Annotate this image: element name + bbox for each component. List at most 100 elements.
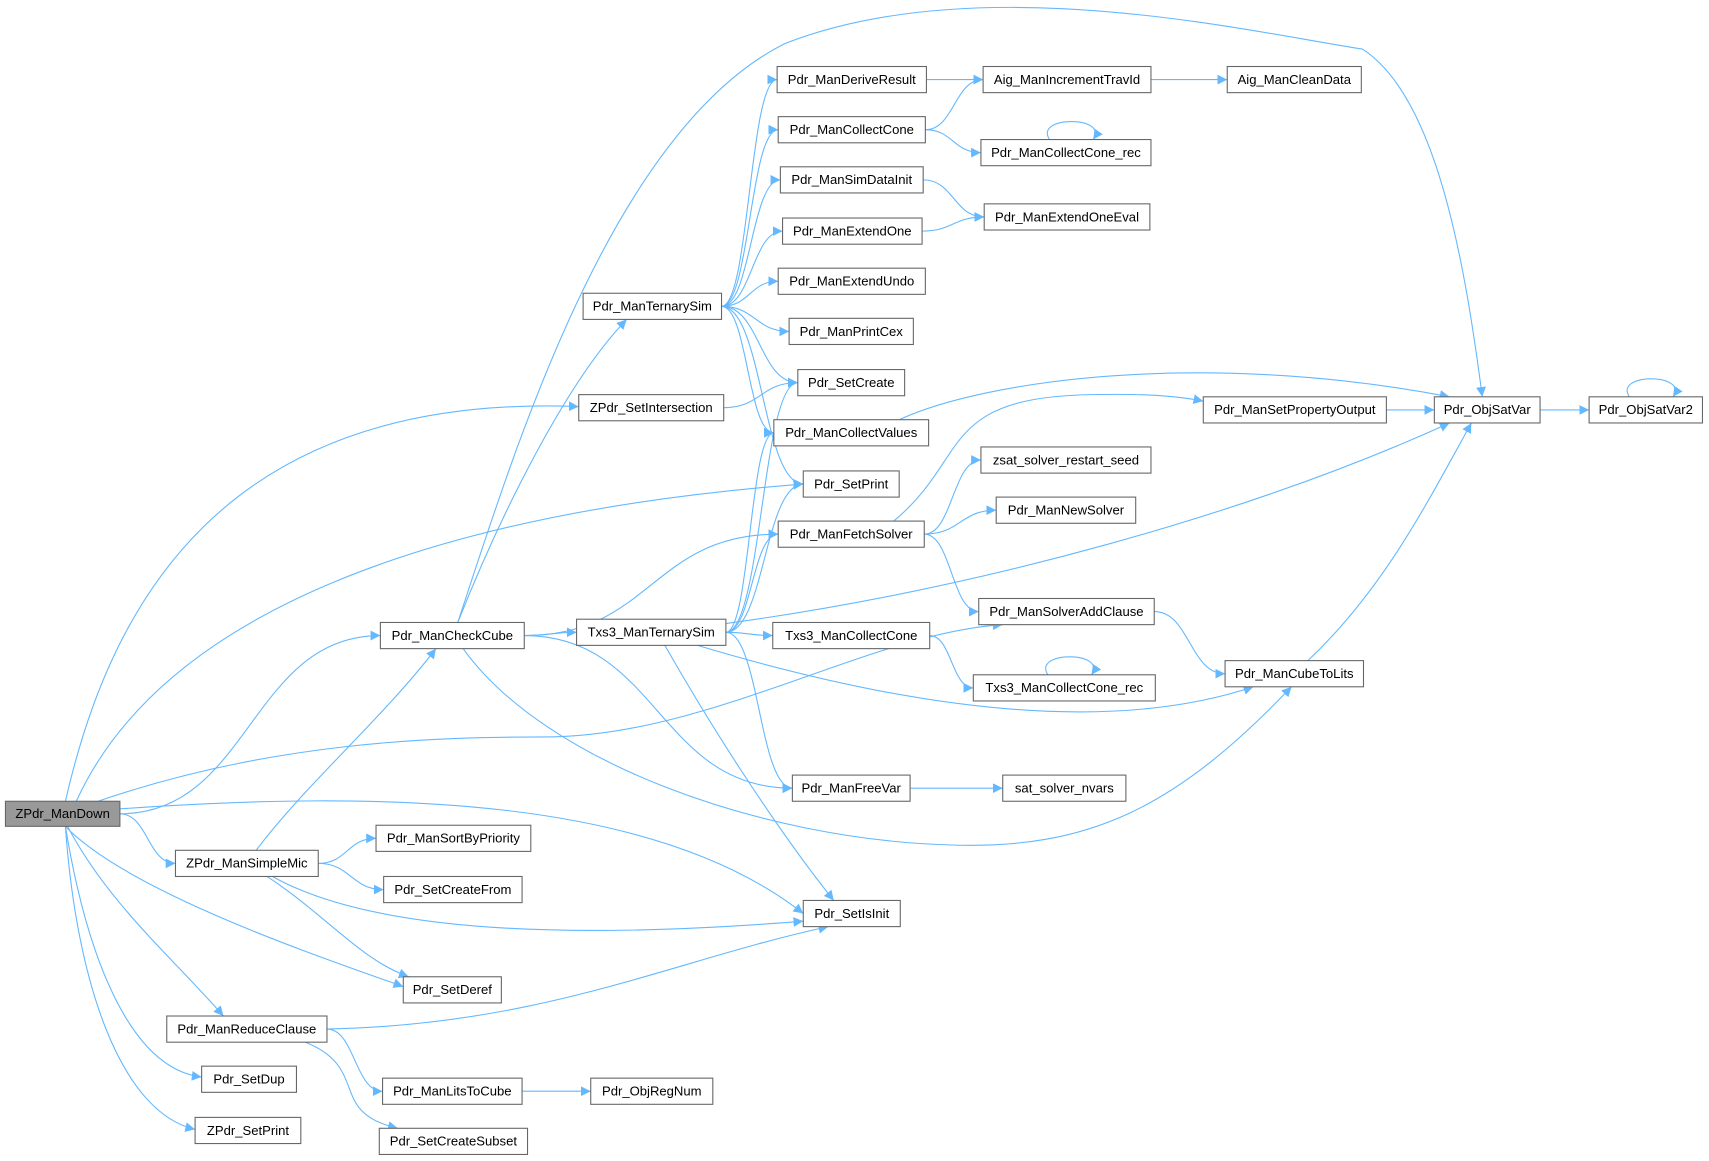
node-box	[802, 899, 901, 928]
node-label: Pdr_ManPrintCex	[800, 324, 904, 339]
node-box	[1202, 396, 1387, 424]
node-zsat-solver-restart-seed[interactable]: zsat_solver_restart_seed	[980, 446, 1152, 474]
edge-pdr-manternarysim-to-pdr-mancollectcone	[721, 124, 779, 307]
node-label: Pdr_ManCollectCone	[790, 122, 914, 137]
edge-zpdr-mandown-to-pdr-setisinit	[119, 800, 804, 914]
node-pdr-setprint[interactable]: Pdr_SetPrint	[802, 470, 900, 498]
node-label: Pdr_SetDeref	[413, 982, 493, 997]
node-box	[174, 849, 319, 878]
edge-pdr-manfetchsolver-to-pdr-mansolveraddclause	[924, 533, 979, 617]
edge-zpdr-mansimplemic-to-pdr-setderef	[266, 876, 409, 979]
edge-pdr-manternarysim-to-pdr-setcreate	[721, 305, 798, 388]
node-label: Aig_ManCleanData	[1238, 72, 1352, 87]
node-box	[194, 1116, 302, 1145]
node-zpdr-setprint[interactable]: ZPdr_SetPrint	[194, 1116, 302, 1145]
node-pdr-manextendundo[interactable]: Pdr_ManExtendUndo	[777, 267, 926, 295]
node-pdr-mannewsolver[interactable]: Pdr_ManNewSolver	[995, 496, 1137, 524]
node-label: Pdr_ManCheckCube	[392, 628, 513, 643]
node-box	[576, 618, 727, 646]
node-box	[590, 1077, 714, 1105]
node-pdr-objsatvar[interactable]: Pdr_ObjSatVar	[1433, 396, 1541, 424]
node-pdr-mansimdatainit[interactable]: Pdr_ManSimDataInit	[779, 166, 924, 194]
node-label: Aig_ManIncrementTravId	[994, 72, 1140, 87]
node-box	[772, 621, 931, 650]
node-zpdr-mandown[interactable]: ZPdr_ManDown	[4, 800, 121, 827]
edge-zpdr-mandown-to-pdr-mansolveraddclause	[97, 620, 1003, 802]
node-pdr-setisinit[interactable]: Pdr_SetIsInit	[802, 899, 901, 928]
edge-zpdr-mansimplemic-to-pdr-setcreatefrom	[318, 862, 384, 895]
edge-pdr-mansimdatainit-to-pdr-manextendoneeval	[923, 179, 985, 222]
edge-txs3-manternarysim-to-txs3-mancollectcone	[725, 630, 773, 641]
node-label: Txs3_ManCollectCone_rec	[985, 680, 1143, 695]
node-pdr-setdup[interactable]: Pdr_SetDup	[201, 1065, 298, 1093]
node-pdr-manfreevar[interactable]: Pdr_ManFreeVar	[791, 774, 911, 802]
edge-pdr-manfetchsolver-to-pdr-mansetpropertyoutput	[893, 393, 1204, 522]
node-pdr-setcreate[interactable]: Pdr_SetCreate	[797, 369, 906, 397]
edge-txs3-manternarysim-to-pdr-manfreevar	[725, 631, 793, 794]
node-zpdr-setintersection[interactable]: ZPdr_SetIntersection	[578, 394, 725, 422]
edge-pdr-manternarysim-to-pdr-setprint	[721, 305, 804, 489]
node-pdr-manprintcex[interactable]: Pdr_ManPrintCex	[788, 317, 914, 346]
node-label: Txs3_ManTernarySim	[588, 625, 715, 640]
node-box	[1002, 774, 1127, 802]
node-pdr-mancheckcube[interactable]: Pdr_ManCheckCube	[379, 621, 525, 650]
node-pdr-setcreatefrom[interactable]: Pdr_SetCreateFrom	[383, 875, 523, 904]
edge-pdr-manternarysim-to-pdr-mancollectvalues	[721, 305, 774, 438]
node-txs3-manternarysim[interactable]: Txs3_ManTernarySim	[576, 618, 727, 646]
node-pdr-manfetchsolver[interactable]: Pdr_ManFetchSolver	[777, 520, 925, 548]
edge-pdr-mancollectcone-to-aig-manincrementtravid	[925, 74, 984, 131]
node-label: Pdr_SetCreate	[808, 375, 895, 390]
node-label: ZPdr_ManSimpleMic	[186, 856, 308, 871]
node-box	[382, 1077, 523, 1105]
node-box	[788, 317, 914, 346]
node-pdr-manextendone[interactable]: Pdr_ManExtendOne	[782, 217, 923, 245]
edge-pdr-mancheckcube-to-pdr-manfetchsolver	[524, 529, 779, 637]
node-pdr-mancollectcone-rec[interactable]: Pdr_ManCollectCone_rec	[980, 138, 1152, 167]
edge-pdr-manternarysim-to-pdr-manextendundo	[721, 276, 779, 307]
node-pdr-mancubetolits[interactable]: Pdr_ManCubeToLits	[1224, 660, 1365, 688]
edge-pdr-mancollectvalues-to-pdr-objsatvar	[898, 372, 1450, 421]
node-label: Pdr_SetPrint	[814, 476, 889, 491]
node-box	[972, 674, 1156, 702]
node-box	[1433, 396, 1541, 424]
edge-zpdr-mandown-to-pdr-setprint	[75, 479, 804, 802]
node-zpdr-mansimplemic[interactable]: ZPdr_ManSimpleMic	[174, 849, 319, 878]
node-box	[166, 1015, 328, 1043]
node-pdr-mancollectvalues[interactable]: Pdr_ManCollectValues	[773, 419, 930, 447]
node-box	[995, 496, 1137, 524]
node-pdr-manreduceclause[interactable]: Pdr_ManReduceClause	[166, 1015, 328, 1043]
node-pdr-manlitstocube[interactable]: Pdr_ManLitsToCube	[382, 1077, 523, 1105]
node-pdr-mansolveraddclause[interactable]: Pdr_ManSolverAddClause	[978, 597, 1155, 626]
node-box	[375, 824, 532, 852]
node-pdr-manextendoneeval[interactable]: Pdr_ManExtendOneEval	[983, 203, 1151, 231]
node-pdr-setcreatesubset[interactable]: Pdr_SetCreateSubset	[378, 1127, 529, 1156]
node-aig-mancleandata[interactable]: Aig_ManCleanData	[1226, 65, 1362, 94]
node-label: Pdr_ObjSatVar	[1444, 402, 1532, 417]
edge-pdr-manternarysim-to-pdr-mansimdatainit	[721, 175, 781, 307]
node-label: ZPdr_ManDown	[15, 806, 109, 821]
node-pdr-mansortbypriority[interactable]: Pdr_ManSortByPriority	[375, 824, 532, 852]
node-label: Pdr_ManDeriveResult	[788, 72, 916, 87]
node-pdr-manderiveresult[interactable]: Pdr_ManDeriveResult	[776, 65, 927, 94]
node-sat-solver-nvars[interactable]: sat_solver_nvars	[1002, 774, 1127, 802]
node-pdr-objregnum[interactable]: Pdr_ObjRegNum	[590, 1077, 714, 1105]
node-label: Pdr_SetDup	[213, 1072, 284, 1087]
node-label: Pdr_ObjSatVar2	[1599, 402, 1693, 417]
node-label: Pdr_ManCubeToLits	[1235, 666, 1354, 681]
node-pdr-mancollectcone[interactable]: Pdr_ManCollectCone	[777, 116, 926, 144]
node-pdr-manternarysim[interactable]: Pdr_ManTernarySim	[582, 292, 723, 320]
edge-pdr-mancheckcube-to-pdr-mancubetolits	[462, 648, 1292, 846]
node-pdr-objsatvar2[interactable]: Pdr_ObjSatVar2	[1588, 396, 1704, 424]
node-box	[797, 369, 906, 397]
node-box	[773, 419, 930, 447]
node-box	[980, 138, 1152, 167]
node-label: Txs3_ManCollectCone	[785, 628, 917, 643]
edge-txs3-manternarysim-to-pdr-setcreate	[725, 377, 798, 633]
node-pdr-mansetpropertyoutput[interactable]: Pdr_ManSetPropertyOutput	[1202, 396, 1387, 424]
node-txs3-mancollectcone-rec[interactable]: Txs3_ManCollectCone_rec	[972, 674, 1156, 702]
node-label: Pdr_SetCreateFrom	[394, 882, 511, 897]
node-pdr-setderef[interactable]: Pdr_SetDeref	[402, 976, 502, 1004]
edge-pdr-mancollectcone-to-pdr-mancollectcone-rec	[925, 129, 981, 158]
node-txs3-mancollectcone[interactable]: Txs3_ManCollectCone	[772, 621, 931, 650]
node-aig-manincrementtravid[interactable]: Aig_ManIncrementTravId	[982, 65, 1152, 94]
